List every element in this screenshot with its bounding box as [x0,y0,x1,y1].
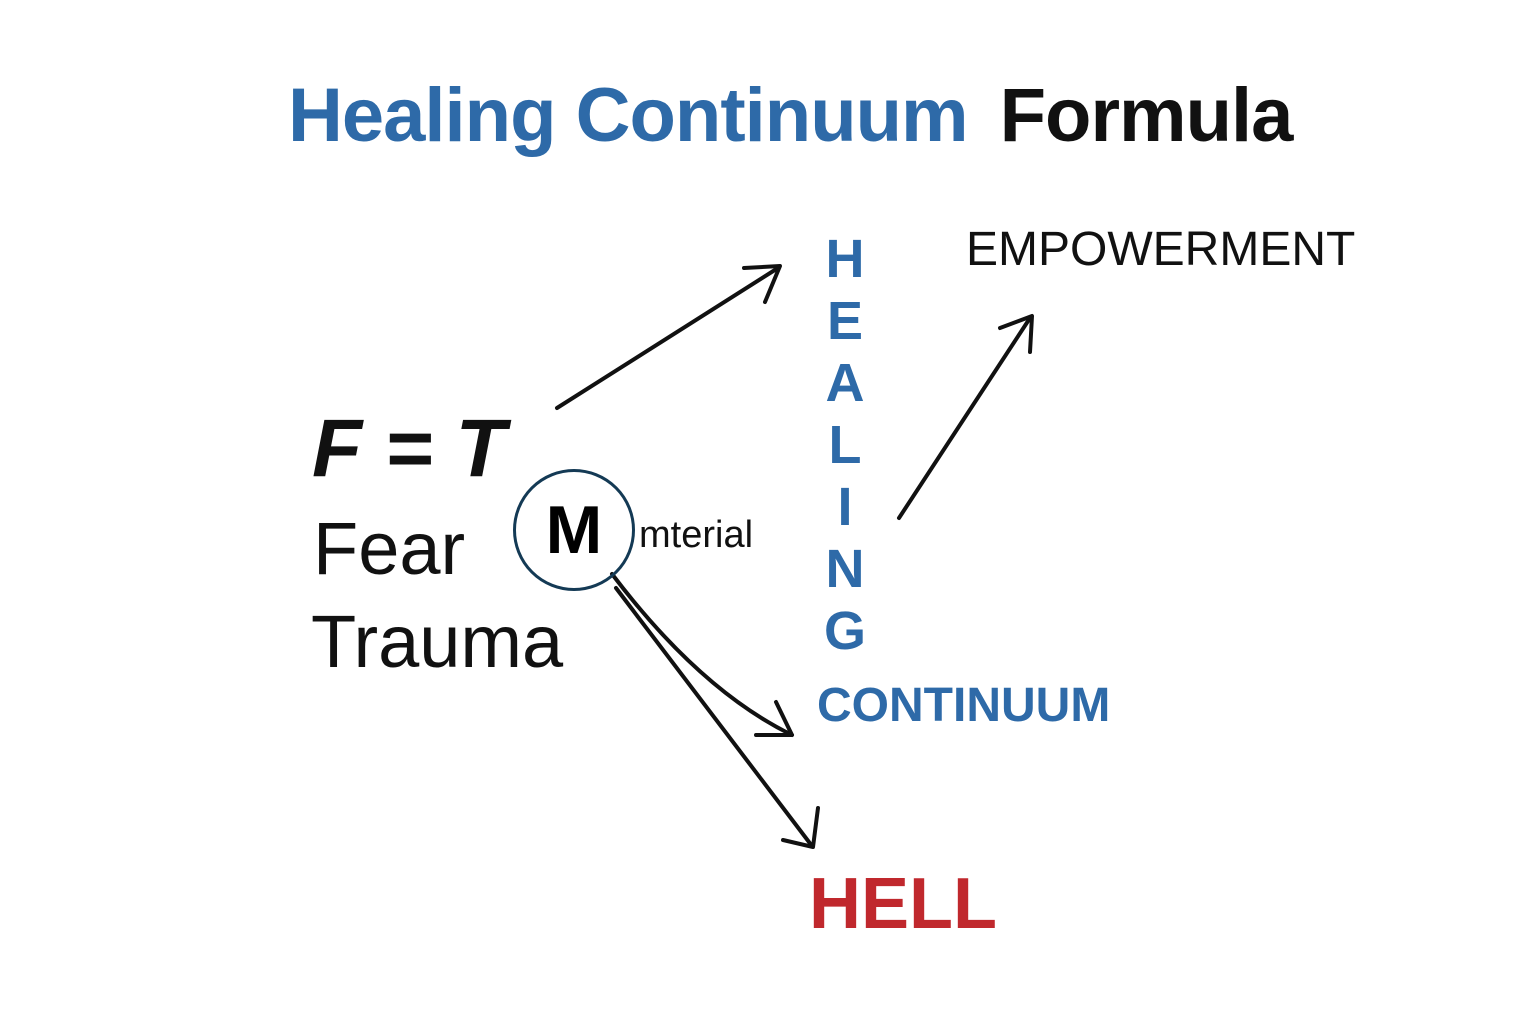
healing-vertical: H E A L I N G [818,228,872,662]
continuum-label: CONTINUUM [817,679,1111,732]
healing-letter: H [825,229,865,289]
healing-letter: I [837,477,853,537]
fear-label: Fear [313,507,466,590]
hell-label: HELL [809,864,997,944]
m-circle: M [513,469,635,591]
healing-letter: N [825,539,865,599]
trauma-label: Trauma [311,600,564,683]
arrow-to-hell [614,586,820,849]
healing-letter: A [825,353,865,413]
arrow-to-continuum [610,572,794,737]
healing-letter: L [828,415,862,475]
material-label: mterial [639,514,754,556]
title-black: Formula [999,73,1294,158]
formula: F = T [312,403,506,494]
arrow-to-empowerment [897,314,1034,520]
arrow-to-healing [555,264,782,410]
empowerment-label: EMPOWERMENT [966,223,1356,276]
circle-letter: M [545,492,603,568]
title-blue: Healing Continuum [288,73,969,158]
healing-letter: G [823,601,866,661]
healing-letter: E [826,291,864,351]
